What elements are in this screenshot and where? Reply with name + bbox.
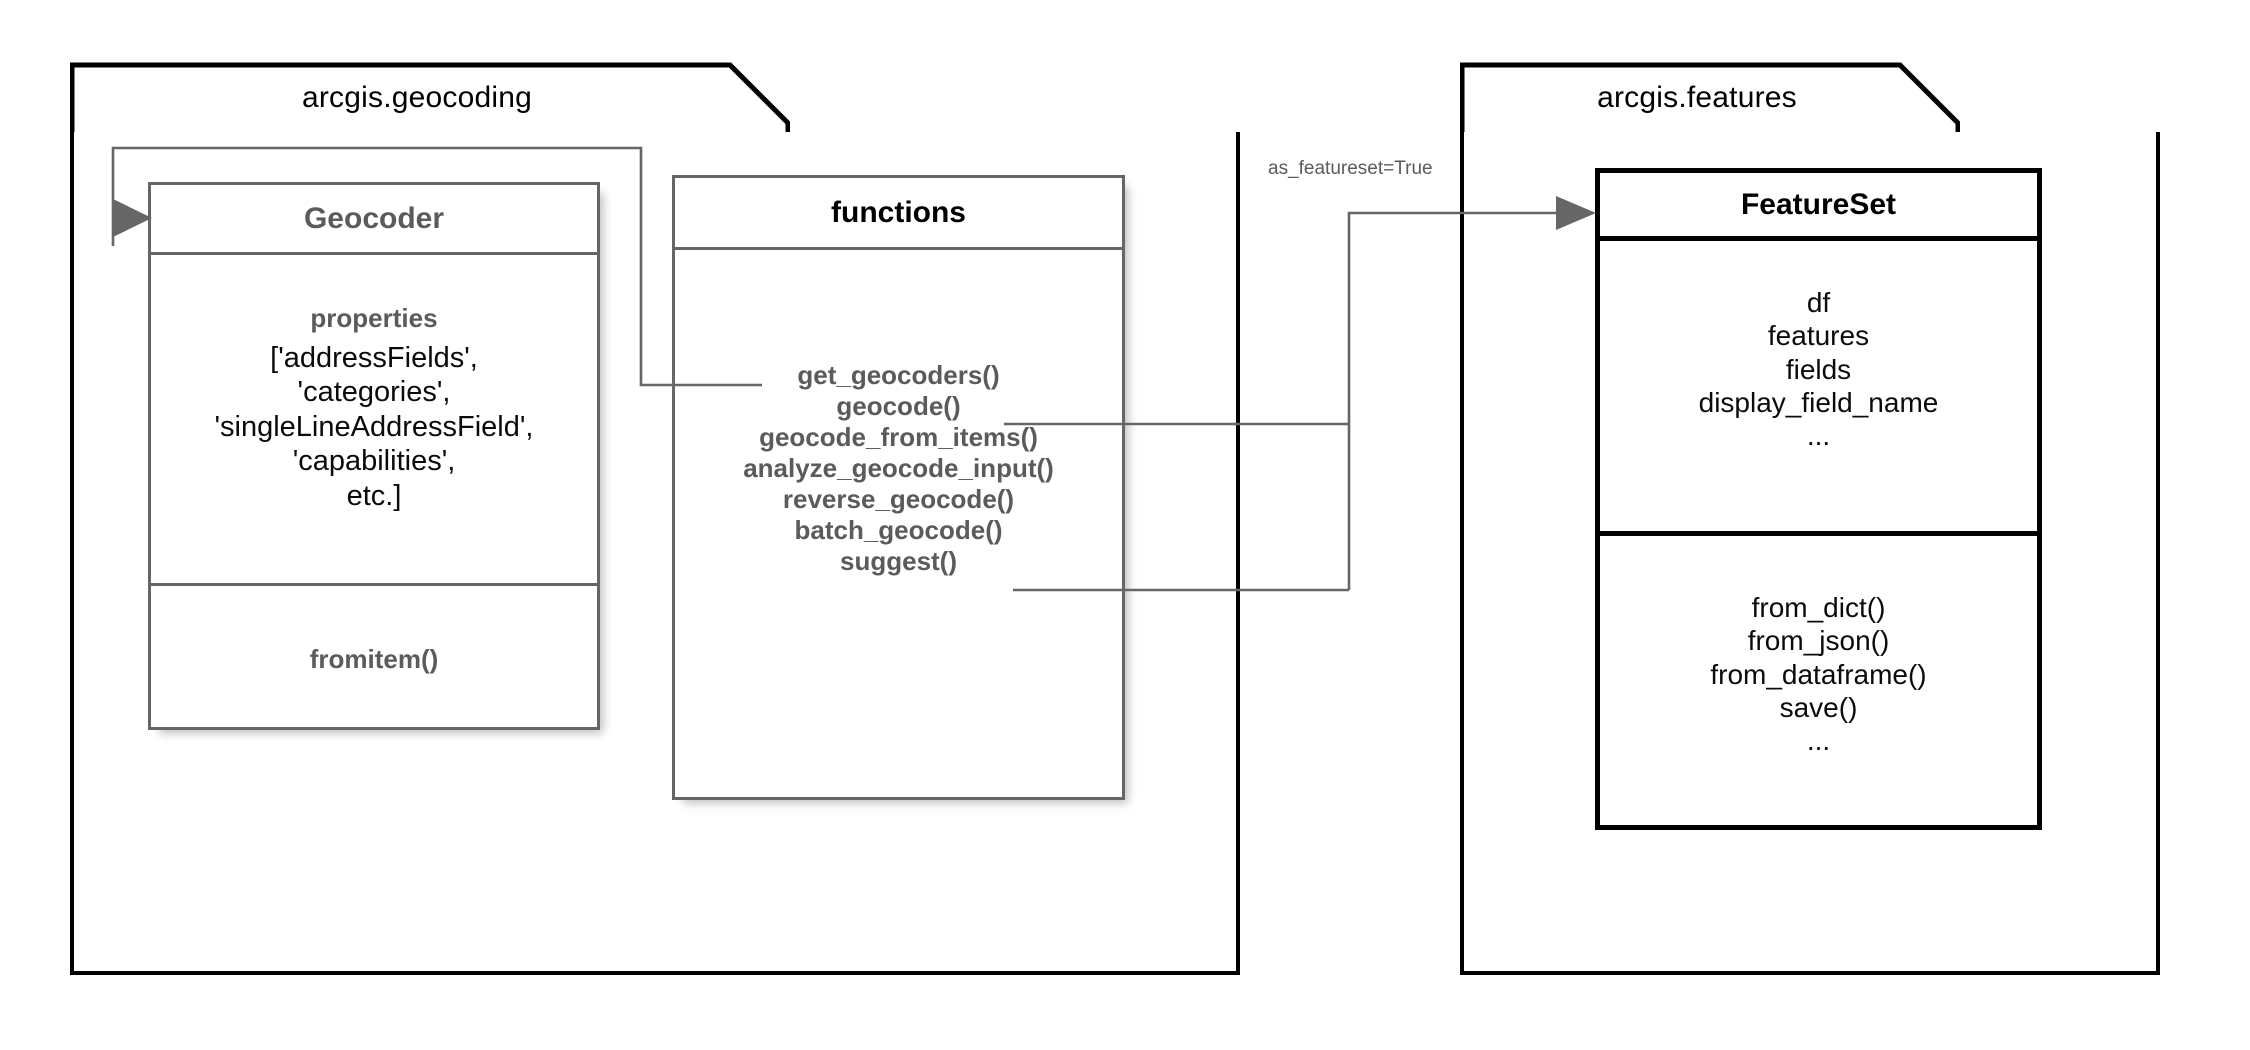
class-box-featureset[interactable]: FeatureSet df features fields display_fi… [1595, 168, 2042, 830]
featureset-method-from-dict[interactable]: from_dict() [1751, 592, 1886, 623]
featureset-property-features: features [1767, 320, 1870, 352]
function-analyze-geocode-input[interactable]: analyze_geocode_input() [743, 452, 1054, 483]
geocoder-method-fromitem[interactable]: fromitem() [309, 644, 439, 674]
featureset-property-df: df [1806, 287, 1831, 318]
edge-label-as-featureset: as_featureset=True [1268, 158, 1433, 179]
function-reverse-geocode[interactable]: reverse_geocode() [782, 483, 1015, 514]
class-section-featureset-properties: df features fields display_field_name ..… [1600, 241, 2037, 531]
package-tab-arcgis-features: arcgis.features [1460, 62, 1960, 138]
class-section-functions-methods: get_geocoders() geocode() geocode_from_i… [675, 250, 1122, 798]
class-box-geocoder[interactable]: Geocoder properties ['addressFields', 'c… [148, 182, 600, 730]
geocoder-property-line: 'singleLineAddressField', [214, 410, 534, 443]
class-section-geocoder-properties: properties ['addressFields', 'categories… [151, 255, 597, 583]
class-title-functions: functions [675, 178, 1122, 250]
geocoder-property-line: etc.] [346, 479, 402, 512]
featureset-property-ellipsis: ... [1806, 420, 1831, 452]
featureset-property-display-field-name: display_field_name [1698, 386, 1939, 418]
function-get-geocoders[interactable]: get_geocoders() [797, 360, 1000, 390]
geocoder-properties-heading: properties [310, 303, 438, 333]
package-tab-arcgis-geocoding: arcgis.geocoding [70, 62, 790, 138]
featureset-property-fields: fields [1785, 353, 1852, 385]
featureset-method-from-json[interactable]: from_json() [1747, 625, 1890, 657]
geocoder-property-line: 'capabilities', [292, 445, 456, 478]
geocoder-property-line: 'categories', [297, 376, 451, 409]
class-title-geocoder: Geocoder [151, 185, 597, 255]
featureset-method-save[interactable]: save() [1779, 691, 1858, 723]
class-section-featureset-methods: from_dict() from_json() from_dataframe()… [1600, 531, 2037, 825]
featureset-method-ellipsis: ... [1806, 725, 1831, 757]
function-suggest[interactable]: suggest() [840, 545, 957, 576]
class-title-featureset: FeatureSet [1600, 173, 2037, 241]
function-geocode-from-items[interactable]: geocode_from_items() [759, 421, 1038, 452]
package-title-features: arcgis.features [1597, 81, 1797, 114]
class-section-geocoder-methods: fromitem() [151, 583, 597, 724]
package-title-geocoding: arcgis.geocoding [301, 81, 533, 114]
function-batch-geocode[interactable]: batch_geocode() [794, 514, 1003, 545]
function-geocode[interactable]: geocode() [836, 390, 961, 421]
featureset-method-from-dataframe[interactable]: from_dataframe() [1710, 658, 1927, 690]
class-box-functions[interactable]: functions get_geocoders() geocode() geoc… [672, 175, 1125, 800]
geocoder-property-line: ['addressFields', [270, 341, 478, 374]
